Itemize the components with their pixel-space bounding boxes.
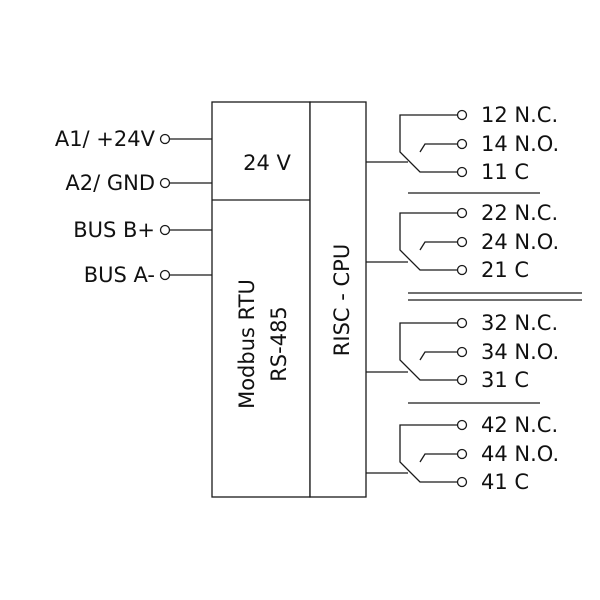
no-terminal xyxy=(456,346,468,358)
no-terminal xyxy=(456,236,468,248)
relay-no-label: 24 N.O. xyxy=(481,230,559,254)
relay-contact-path xyxy=(399,322,457,381)
relay-no-stub xyxy=(419,143,457,153)
c-terminal xyxy=(456,264,468,276)
terminal-circle xyxy=(159,269,171,281)
comm-block-label-line2: RS-485 xyxy=(267,306,291,382)
terminal-circle xyxy=(159,133,171,145)
relay-nc-label: 22 N.C. xyxy=(481,201,558,225)
nc-terminal xyxy=(456,317,468,329)
terminal-circle xyxy=(159,177,171,189)
relay-output-3: 32 N.C. 34 N.O. 31 C xyxy=(366,311,559,392)
power-block-label: 24 V xyxy=(243,151,291,175)
no-terminal xyxy=(456,138,468,150)
input-terminal-a2: A2/ GND xyxy=(65,171,212,195)
relay-output-1: 12 N.C. 14 N.O. 11 C xyxy=(366,103,559,184)
nc-terminal xyxy=(456,109,468,121)
input-label-a1: A1/ +24V xyxy=(55,127,156,151)
input-terminal-a1: A1/ +24V xyxy=(55,127,212,151)
relay-c-label: 41 C xyxy=(481,470,529,494)
cpu-block-outline xyxy=(309,101,367,498)
relay-no-stub xyxy=(419,351,457,361)
input-terminal-bus-a: BUS A- xyxy=(84,263,212,287)
c-terminal xyxy=(456,166,468,178)
relay-nc-label: 42 N.C. xyxy=(481,413,558,437)
relay-output-4: 42 N.C. 44 N.O. 41 C xyxy=(366,413,559,494)
c-terminal xyxy=(456,374,468,386)
relay-c-label: 11 C xyxy=(481,160,529,184)
relay-no-stub xyxy=(419,453,457,463)
input-terminal-bus-b: BUS B+ xyxy=(73,218,212,242)
nc-terminal xyxy=(456,207,468,219)
terminal-circle xyxy=(159,224,171,236)
input-label-bus-a: BUS A- xyxy=(84,263,155,287)
c-terminal xyxy=(456,476,468,488)
no-terminal xyxy=(456,448,468,460)
comm-block-label-line1: Modbus RTU xyxy=(235,279,259,409)
relay-nc-label: 12 N.C. xyxy=(481,103,558,127)
interface-module-outline xyxy=(211,101,311,498)
relay-no-label: 44 N.O. xyxy=(481,442,559,466)
cpu-block-label: RISC - CPU xyxy=(330,244,354,356)
relay-output-2: 22 N.C. 24 N.O. 21 C xyxy=(366,201,559,282)
input-label-a2: A2/ GND xyxy=(65,171,155,195)
relay-no-label: 14 N.O. xyxy=(481,132,559,156)
relay-contact-path xyxy=(399,212,457,271)
relay-c-label: 31 C xyxy=(481,368,529,392)
nc-terminal xyxy=(456,419,468,431)
input-label-bus-b: BUS B+ xyxy=(73,218,155,242)
relay-nc-label: 32 N.C. xyxy=(481,311,558,335)
relay-contact-path xyxy=(399,424,457,483)
relay-contact-path xyxy=(399,114,457,173)
relay-c-label: 21 C xyxy=(481,258,529,282)
relay-no-label: 34 N.O. xyxy=(481,340,559,364)
relay-no-stub xyxy=(419,241,457,251)
